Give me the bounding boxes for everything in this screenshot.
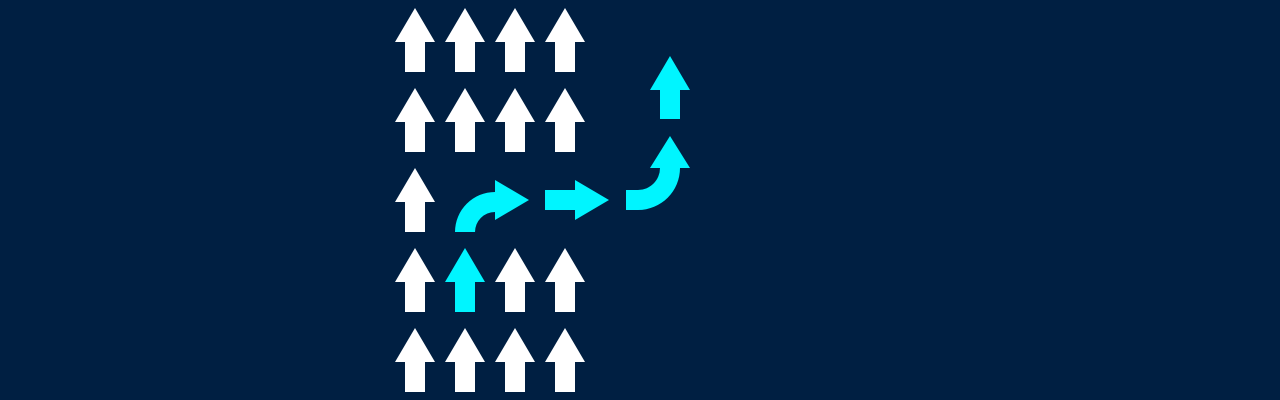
arrow-up-icon (395, 328, 435, 392)
white-arrow-grid (395, 8, 585, 392)
arrow-right-icon (545, 180, 609, 220)
highlighted-path (445, 56, 690, 312)
arrow-up-icon (445, 328, 485, 392)
curved-arrow-right-icon (455, 180, 529, 232)
arrow-up-icon (545, 328, 585, 392)
arrow-up-icon (445, 8, 485, 72)
arrow-up-icon (395, 248, 435, 312)
arrow-up-icon (545, 88, 585, 152)
arrow-up-icon (545, 8, 585, 72)
arrow-up-icon (495, 328, 535, 392)
arrow-up-icon (650, 56, 690, 119)
arrow-up-icon (445, 88, 485, 152)
arrow-up-icon (545, 248, 585, 312)
arrow-up-icon (495, 88, 535, 152)
arrow-up-icon (445, 248, 485, 312)
arrow-up-icon (395, 8, 435, 72)
arrow-up-icon (395, 168, 435, 232)
arrow-up-icon (495, 248, 535, 312)
arrow-up-icon (495, 8, 535, 72)
curved-arrow-up-icon (626, 136, 690, 210)
arrow-up-icon (395, 88, 435, 152)
